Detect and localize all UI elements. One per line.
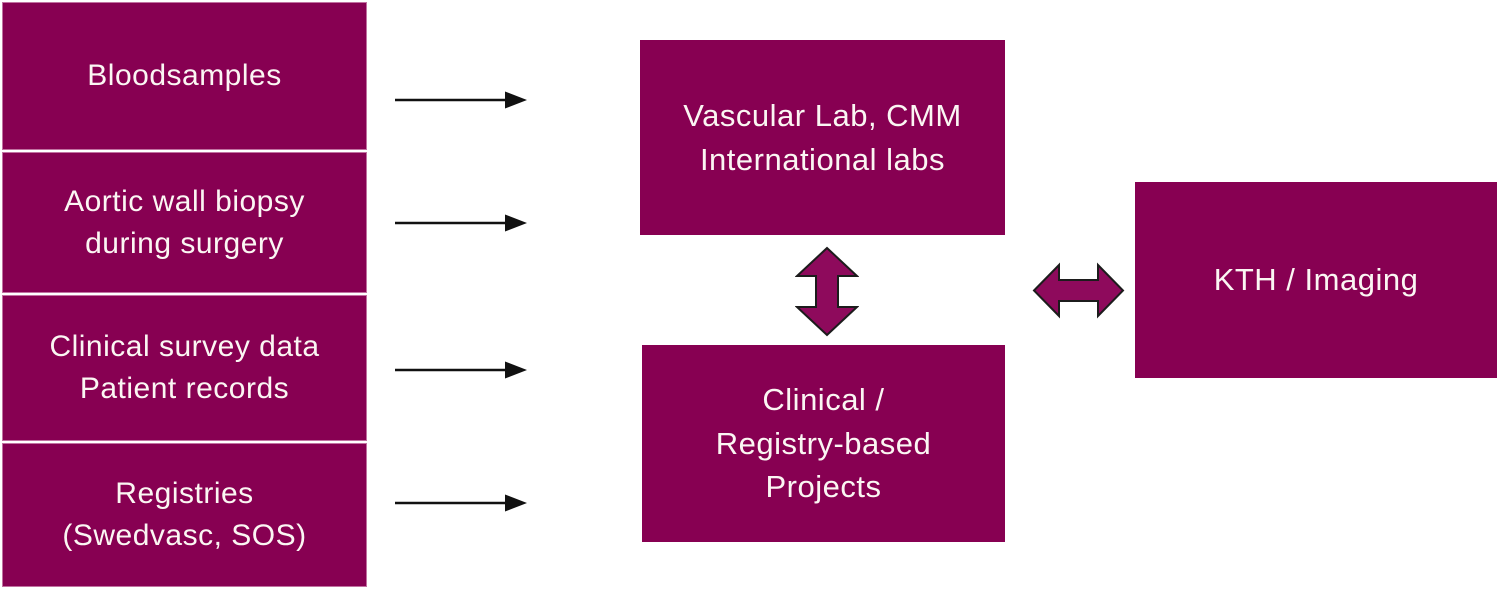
arrow-right-icon [395, 361, 527, 379]
double-arrow-horizontal-icon [1032, 262, 1125, 319]
box-clinical-registry-projects-label: Clinical / Registry-based Projects [715, 382, 932, 505]
double-arrow-vertical-icon [795, 246, 859, 337]
box-aortic-wall-biopsy: Aortic wall biopsy during surgery [2, 152, 367, 293]
box-bloodsamples: Bloodsamples [2, 2, 367, 150]
arrow-right-icon [395, 91, 527, 109]
box-clinical-survey-data-label: Clinical survey data Patient records [49, 330, 320, 405]
arrow-right-icon [395, 494, 527, 512]
box-clinical-survey-data: Clinical survey data Patient records [2, 295, 367, 441]
box-kth-imaging-label: KTH / Imaging [1213, 262, 1419, 298]
box-clinical-registry-projects: Clinical / Registry-based Projects [642, 345, 1005, 542]
box-vascular-lab: Vascular Lab, CMM International labs [640, 40, 1005, 235]
box-aortic-wall-biopsy-label: Aortic wall biopsy during surgery [64, 184, 305, 260]
box-vascular-lab-label: Vascular Lab, CMM International labs [683, 98, 962, 177]
box-registries-label: Registries (Swedvasc, SOS) [62, 477, 307, 552]
box-bloodsamples-label: Bloodsamples [87, 59, 282, 92]
arrow-right-icon [395, 214, 527, 232]
box-registries: Registries (Swedvasc, SOS) [2, 443, 367, 587]
box-kth-imaging: KTH / Imaging [1135, 182, 1497, 378]
